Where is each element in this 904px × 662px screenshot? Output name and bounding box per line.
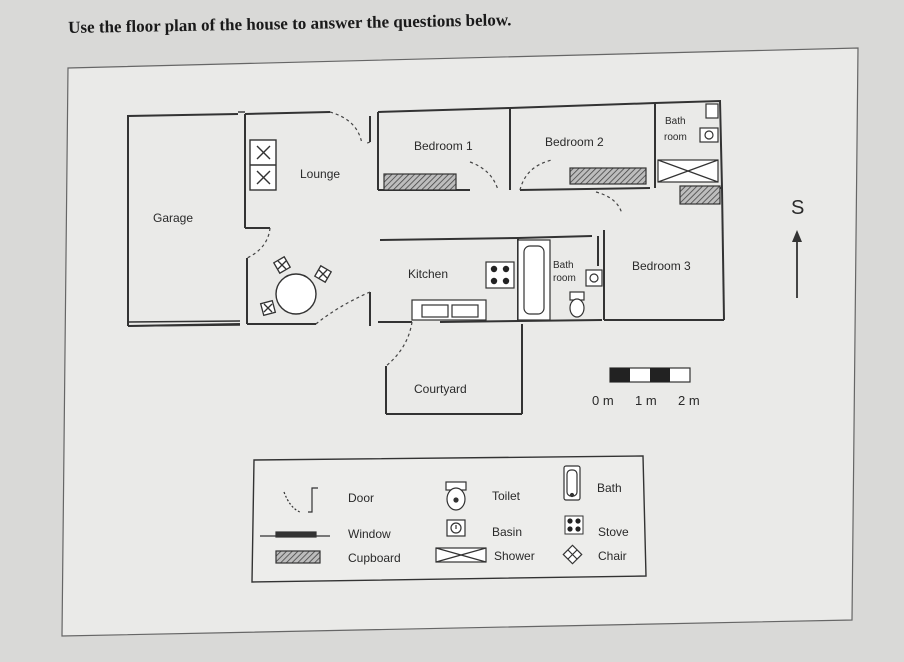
kitchen-stove: [485, 261, 515, 289]
mid-bathroom-label-1: Bath: [553, 260, 574, 271]
lounge-label: Lounge: [300, 167, 340, 181]
legend-basin: Basin: [492, 525, 522, 539]
bedroom2-cupboard: [569, 167, 647, 185]
stove-legend-icon: [564, 515, 584, 535]
bedroom3-cupboard: [679, 185, 721, 205]
scale-label-2: 2 m: [678, 393, 700, 408]
chair-legend-icon: [562, 544, 583, 565]
legend-toilet: Toilet: [492, 489, 521, 503]
door-legend-icon: [283, 487, 318, 513]
legend-door: Door: [348, 491, 374, 505]
mid-bath-fixtures: [517, 239, 603, 321]
cupboard-legend-icon: [275, 550, 321, 564]
scale-label-1: 1 m: [635, 393, 657, 408]
legend-bath: Bath: [597, 481, 622, 495]
shower-legend-icon: [435, 547, 487, 563]
legend-stove: Stove: [598, 525, 629, 539]
door-swings: [246, 111, 623, 367]
kitchen-label: Kitchen: [408, 267, 448, 281]
courtyard-label: Courtyard: [414, 382, 467, 396]
legend-cupboard: Cupboard: [348, 551, 401, 565]
compass-label: S: [791, 197, 804, 219]
legend: Door Window Cupboard Toilet Basin S: [251, 455, 647, 583]
legend-window: Window: [348, 527, 391, 541]
top-bathroom-label-2: room: [664, 132, 687, 143]
top-bath-fixtures: [657, 103, 719, 183]
bedroom3-label: Bedroom 3: [632, 259, 691, 273]
legend-shower: Shower: [494, 549, 535, 563]
scale-bar: 0 m 1 m 2 m: [592, 367, 700, 408]
scale-label-0: 0 m: [592, 393, 614, 408]
basin-legend-icon: [446, 519, 466, 537]
mid-bathroom-label-2: room: [553, 273, 576, 284]
bedroom1-label: Bedroom 1: [414, 139, 473, 153]
garage-label: Garage: [153, 211, 193, 225]
bedroom1-cupboard: [383, 173, 457, 191]
dining-chairs: [259, 255, 333, 317]
top-bathroom-label-1: Bath: [665, 116, 686, 127]
legend-chair: Chair: [598, 549, 627, 563]
round-table: [275, 273, 317, 315]
toilet-legend-icon: [445, 481, 467, 511]
bath-legend-icon: [563, 465, 581, 501]
kitchen-bench: [411, 299, 487, 321]
arrow-up-icon: [792, 230, 802, 298]
compass: S: [791, 197, 804, 298]
window-legend-icon: [260, 531, 330, 538]
bedroom2-label: Bedroom 2: [545, 135, 604, 149]
windows: [127, 111, 245, 327]
room-labels: Garage Lounge Bedroom 1 Bedroom 2 Bath r…: [153, 116, 691, 396]
lounge-chairs: [249, 139, 277, 191]
